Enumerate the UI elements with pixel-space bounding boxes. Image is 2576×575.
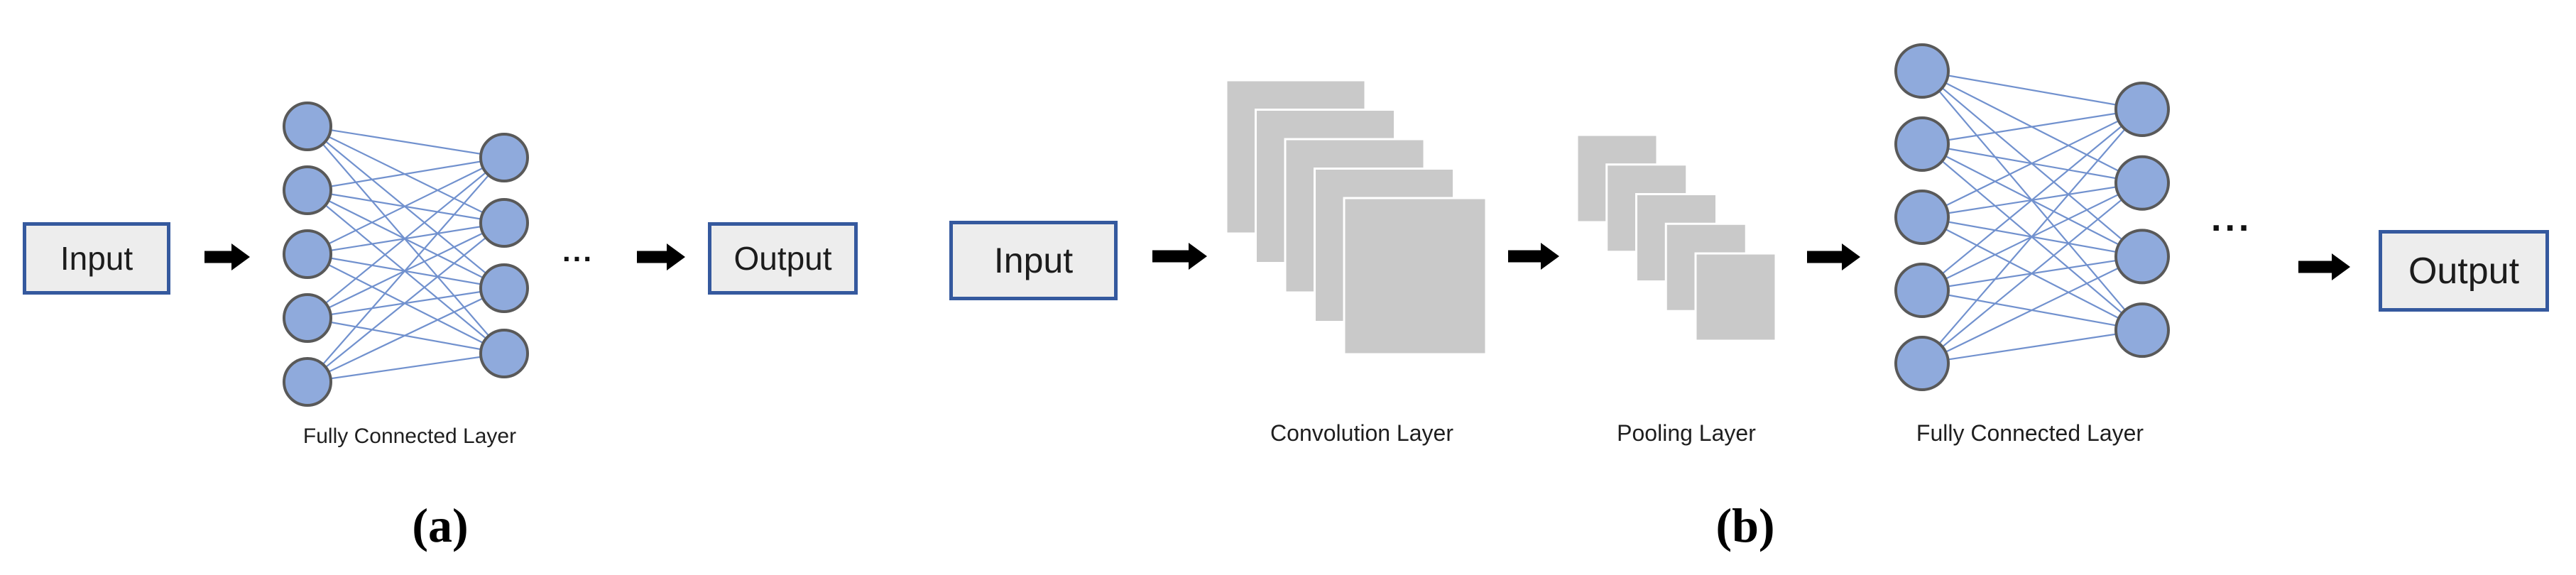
fc-b-edge: [1921, 109, 2143, 364]
caption-b: (b): [1715, 498, 1775, 552]
flow-arrow: [637, 243, 685, 270]
fc-a-neuron: [479, 198, 529, 248]
fc-b-edge: [1921, 109, 2143, 291]
fc-a-edge: [307, 157, 505, 255]
output-box-a: Output: [708, 222, 858, 295]
flow-arrow: [1807, 243, 1860, 270]
caption-a: (a): [412, 498, 469, 552]
output-box-b: Output: [2379, 230, 2549, 312]
flow-arrow: [1508, 243, 1559, 270]
fc-b-neuron: [2114, 82, 2170, 137]
flow-arrow: [2298, 253, 2350, 280]
fc-a-edge: [307, 352, 505, 383]
input-box-b: Input: [949, 221, 1118, 300]
fc-a-neuron: [479, 133, 529, 182]
fc-a-neuron: [479, 263, 529, 313]
ellipsis-a: ...: [562, 234, 594, 268]
flow-arrow: [204, 243, 250, 270]
fc-a-neuron: [283, 357, 332, 407]
fc-a-edge: [307, 288, 505, 383]
fc-a-neuron: [283, 293, 332, 343]
fc-b-neuron: [1894, 263, 1950, 318]
pool-layer-label: Pooling Layer: [1617, 420, 1756, 446]
fc-a-edge: [307, 157, 505, 319]
fc-b-neuron: [1894, 190, 1950, 245]
fc-b-neuron: [1894, 116, 1950, 172]
fc-a-neuron: [479, 329, 529, 378]
fc-a-edge: [307, 157, 505, 383]
ellipsis-b: ...: [2211, 198, 2252, 239]
fc-a-edge: [307, 222, 505, 383]
input-box-a: Input: [23, 222, 170, 295]
fc-b-edge: [1921, 70, 2143, 111]
fc-b-neuron: [2114, 302, 2170, 358]
fc-a-neuron: [283, 229, 332, 279]
fc-a-neuron: [283, 102, 332, 151]
fc-b-neuron: [1894, 43, 1950, 99]
fc-b-edge: [1921, 108, 2143, 146]
fc-a-neuron: [283, 165, 332, 215]
pool-feature-map: [1694, 252, 1777, 342]
fc-a-edge: [307, 156, 505, 192]
fc-b-neuron: [1894, 336, 1950, 391]
conv-feature-map: [1343, 197, 1488, 356]
fc-b-edge: [1921, 182, 2143, 364]
fc-a-edge: [307, 125, 505, 159]
fc-b-edge: [1921, 256, 2143, 364]
conv-layer-label: Convolution Layer: [1270, 420, 1453, 446]
fc-layer-label-a: Fully Connected Layer: [302, 425, 517, 448]
fc-b-edge: [1921, 329, 2143, 365]
flow-arrow: [1152, 243, 1207, 270]
fc-b-neuron: [2114, 229, 2170, 285]
fc-b-edge: [1921, 109, 2143, 218]
fc-b-neuron: [2114, 155, 2170, 211]
fc-layer-label-b: Fully Connected Layer: [1916, 420, 2144, 446]
